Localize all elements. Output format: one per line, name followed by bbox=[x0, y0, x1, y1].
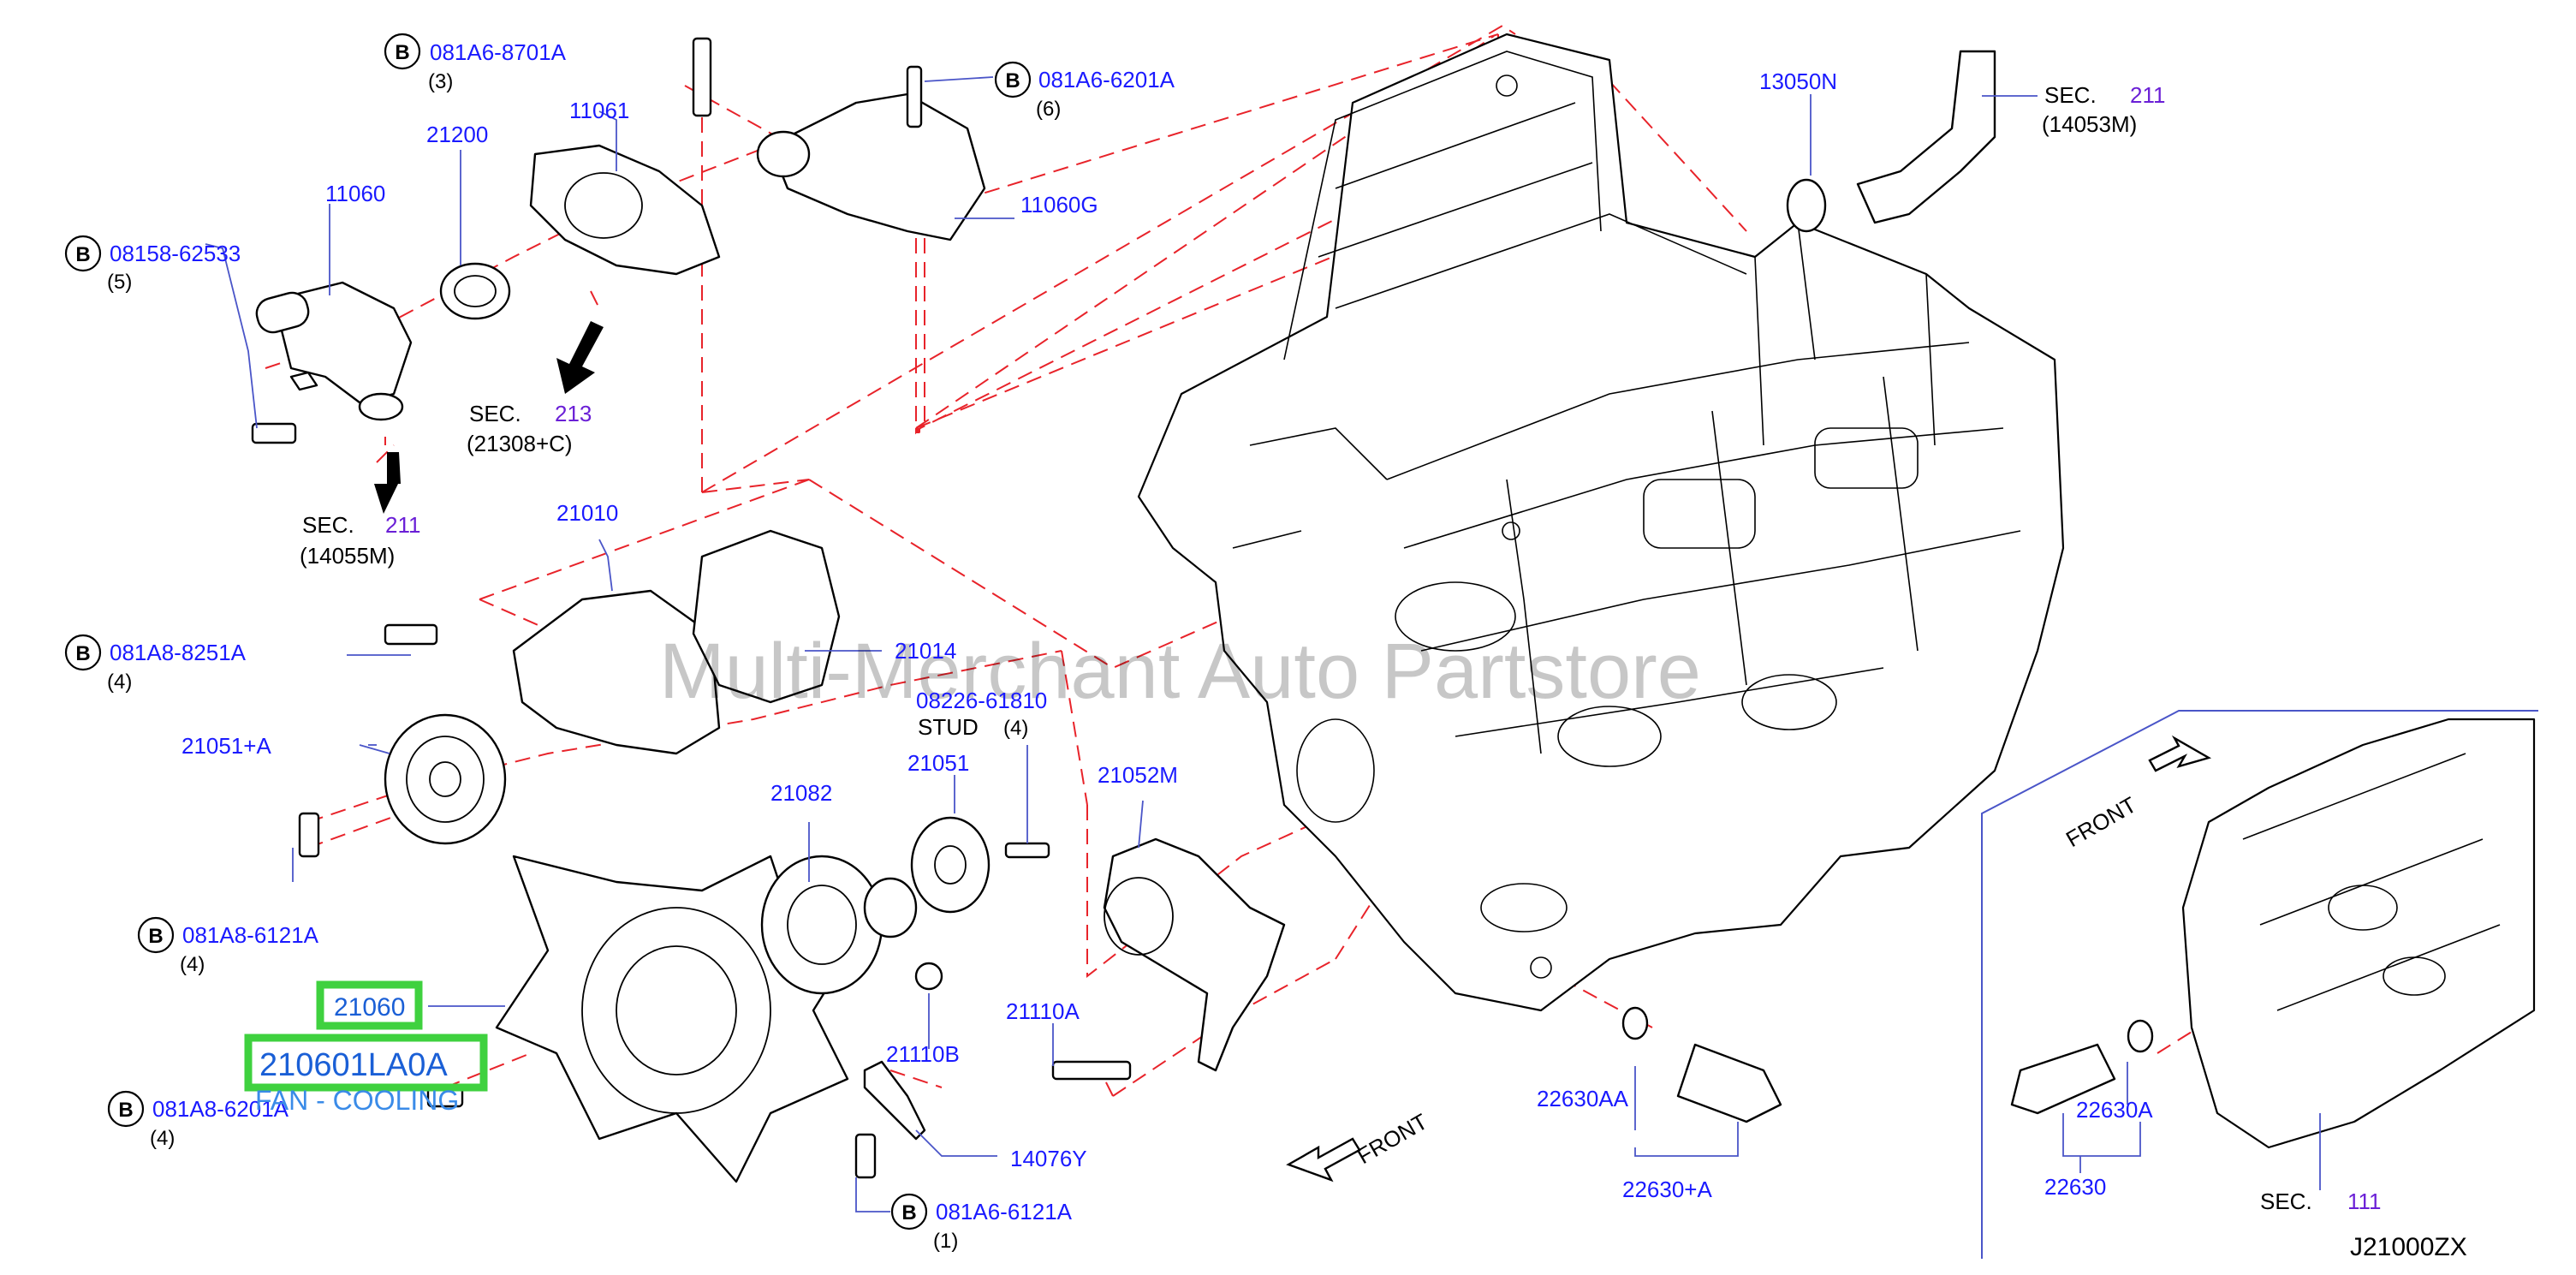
part-number: 081A6-6201A bbox=[1038, 67, 1175, 92]
quantity: (5) bbox=[107, 271, 132, 294]
label-21082[interactable]: 21082 bbox=[770, 780, 832, 806]
quantity: (1) bbox=[933, 1230, 958, 1253]
bolt-symbol-letter: B bbox=[148, 925, 163, 948]
diagram-code: J21000ZX bbox=[2350, 1233, 2467, 1261]
callout-081A6-8701A[interactable]: B 081A6-8701A (3) bbox=[384, 33, 567, 93]
sec-word: SEC. bbox=[469, 401, 521, 426]
label-21051-plus-A[interactable]: 21051+A bbox=[181, 733, 271, 759]
bolt-symbol-letter: B bbox=[75, 642, 90, 665]
sec-ref: (14053M) bbox=[2042, 111, 2137, 137]
bolt-symbol-icon bbox=[994, 61, 1032, 98]
bolt-symbol-icon bbox=[890, 1193, 928, 1230]
section-arrows bbox=[374, 321, 2212, 1183]
bolt-symbol-letter: B bbox=[901, 1201, 916, 1224]
sec-number: 213 bbox=[555, 401, 592, 426]
bolt-symbol-icon bbox=[107, 1090, 145, 1128]
label-08226-61810[interactable]: 08226-61810 bbox=[916, 688, 1047, 713]
arrow-sec213 bbox=[556, 321, 604, 394]
highlight-box-large bbox=[244, 1034, 488, 1092]
label-21052M[interactable]: 21052M bbox=[1098, 762, 1178, 788]
sec-number: 111 bbox=[2347, 1189, 2382, 1214]
label-22630A[interactable]: 22630A bbox=[2076, 1097, 2153, 1123]
section-ref-213[interactable]: SEC. 213 (21308+C) bbox=[467, 401, 592, 456]
highlight-description: FAN - COOLING bbox=[255, 1085, 459, 1116]
bolt-symbol-icon bbox=[64, 634, 102, 671]
quantity: (4) bbox=[107, 670, 132, 694]
label-21110B[interactable]: 21110B bbox=[886, 1041, 960, 1067]
label-21051[interactable]: 21051 bbox=[907, 750, 969, 776]
leader-lines bbox=[205, 76, 2321, 1212]
callout-08158-62533[interactable]: B 08158-62533 (5) bbox=[64, 235, 241, 294]
engine-block-illustration bbox=[1137, 33, 2065, 1012]
label-21110A[interactable]: 21110A bbox=[1006, 998, 1080, 1024]
label-21014[interactable]: 21014 bbox=[895, 638, 956, 664]
sec-ref: (14055M) bbox=[300, 543, 395, 569]
sec-ref: (21308+C) bbox=[467, 431, 573, 456]
part-number: 08158-62533 bbox=[110, 241, 241, 266]
callout-081A8-8251A[interactable]: B 081A8-8251A (4) bbox=[64, 634, 247, 694]
label-11060[interactable]: 11060 bbox=[325, 181, 385, 206]
section-ref-111[interactable]: SEC. 111 bbox=[2260, 1189, 2382, 1214]
part-number: 081A8-6201A bbox=[152, 1096, 289, 1122]
label-21200[interactable]: 21200 bbox=[426, 122, 488, 147]
bolt-symbol-letter: B bbox=[395, 41, 409, 64]
front-arrow-inset bbox=[2148, 735, 2212, 772]
quantity: (4) bbox=[150, 1127, 175, 1150]
highlight-part-number: 21060 bbox=[334, 993, 405, 1022]
part-number: 081A8-8251A bbox=[110, 640, 247, 665]
quantity: (3) bbox=[428, 70, 453, 93]
section-ref-211-top[interactable]: SEC. 211 (14053M) bbox=[2042, 82, 2165, 137]
callout-081A8-6121A[interactable]: B 081A8-6121A (4) bbox=[137, 916, 319, 976]
label-22630AA[interactable]: 22630AA bbox=[1537, 1086, 1629, 1111]
bolt-symbol-letter: B bbox=[1005, 69, 1020, 92]
sec-word: SEC. bbox=[2044, 82, 2097, 108]
highlight-big-part-number: 210601LA0A bbox=[259, 1047, 448, 1083]
label-13050N[interactable]: 13050N bbox=[1759, 69, 1837, 94]
sec-word: SEC. bbox=[302, 512, 354, 538]
bolt-symbol-letter: B bbox=[118, 1099, 133, 1122]
bolt-symbol-icon bbox=[384, 33, 421, 70]
label-14076Y[interactable]: 14076Y bbox=[1010, 1146, 1087, 1171]
quantity: (6) bbox=[1036, 98, 1061, 121]
quantity: (4) bbox=[180, 953, 205, 976]
inset-cylinder-head bbox=[2181, 718, 2536, 1149]
inset-frame bbox=[1981, 710, 2538, 1259]
callout-081A8-6201A[interactable]: B 081A8-6201A (4) bbox=[107, 1090, 289, 1150]
bolt-symbol-icon bbox=[64, 235, 102, 272]
watermark: Multi-Merchant Auto Partstore bbox=[659, 628, 1701, 715]
callout-081A6-6201A[interactable]: B 081A6-6201A (6) bbox=[994, 61, 1175, 121]
part-labels: 11061 21200 11060 11060G 13050N 21010 21… bbox=[181, 69, 2153, 1202]
section-ref-211-left[interactable]: SEC. 211 (14055M) bbox=[300, 512, 420, 569]
label-22630[interactable]: 22630 bbox=[2044, 1174, 2106, 1200]
part-number: 081A6-8701A bbox=[430, 39, 567, 65]
arrow-sec211-left bbox=[374, 452, 401, 514]
label-stud: STUD bbox=[918, 714, 979, 740]
front-label-inset: FRONT bbox=[2061, 791, 2141, 852]
sec-number: 211 bbox=[2130, 82, 2165, 108]
label-11061[interactable]: 11061 bbox=[569, 98, 629, 123]
part-number: 081A6-6121A bbox=[936, 1199, 1073, 1224]
bolt-symbol-icon bbox=[137, 916, 175, 954]
label-stud-qty: (4) bbox=[1003, 717, 1028, 740]
parts-illustrations bbox=[251, 37, 2154, 1183]
label-21010[interactable]: 21010 bbox=[556, 500, 618, 526]
callout-081A6-6121A[interactable]: B 081A6-6121A (1) bbox=[890, 1193, 1073, 1253]
part-number: 081A8-6121A bbox=[182, 922, 319, 948]
label-11060G[interactable]: 11060G bbox=[1020, 192, 1098, 217]
label-22630-plus-A[interactable]: 22630+A bbox=[1622, 1177, 1712, 1202]
front-arrow-main bbox=[1286, 1137, 1361, 1183]
bolt-symbol-letter: B bbox=[75, 243, 90, 266]
highlighted-part-21060[interactable]: 21060 210601LA0A FAN - COOLING bbox=[244, 980, 488, 1116]
front-label-main: FRONT bbox=[1353, 1108, 1432, 1169]
highlight-box-small bbox=[316, 980, 423, 1030]
sec-word: SEC. bbox=[2260, 1189, 2312, 1214]
sec-number: 211 bbox=[385, 512, 420, 538]
